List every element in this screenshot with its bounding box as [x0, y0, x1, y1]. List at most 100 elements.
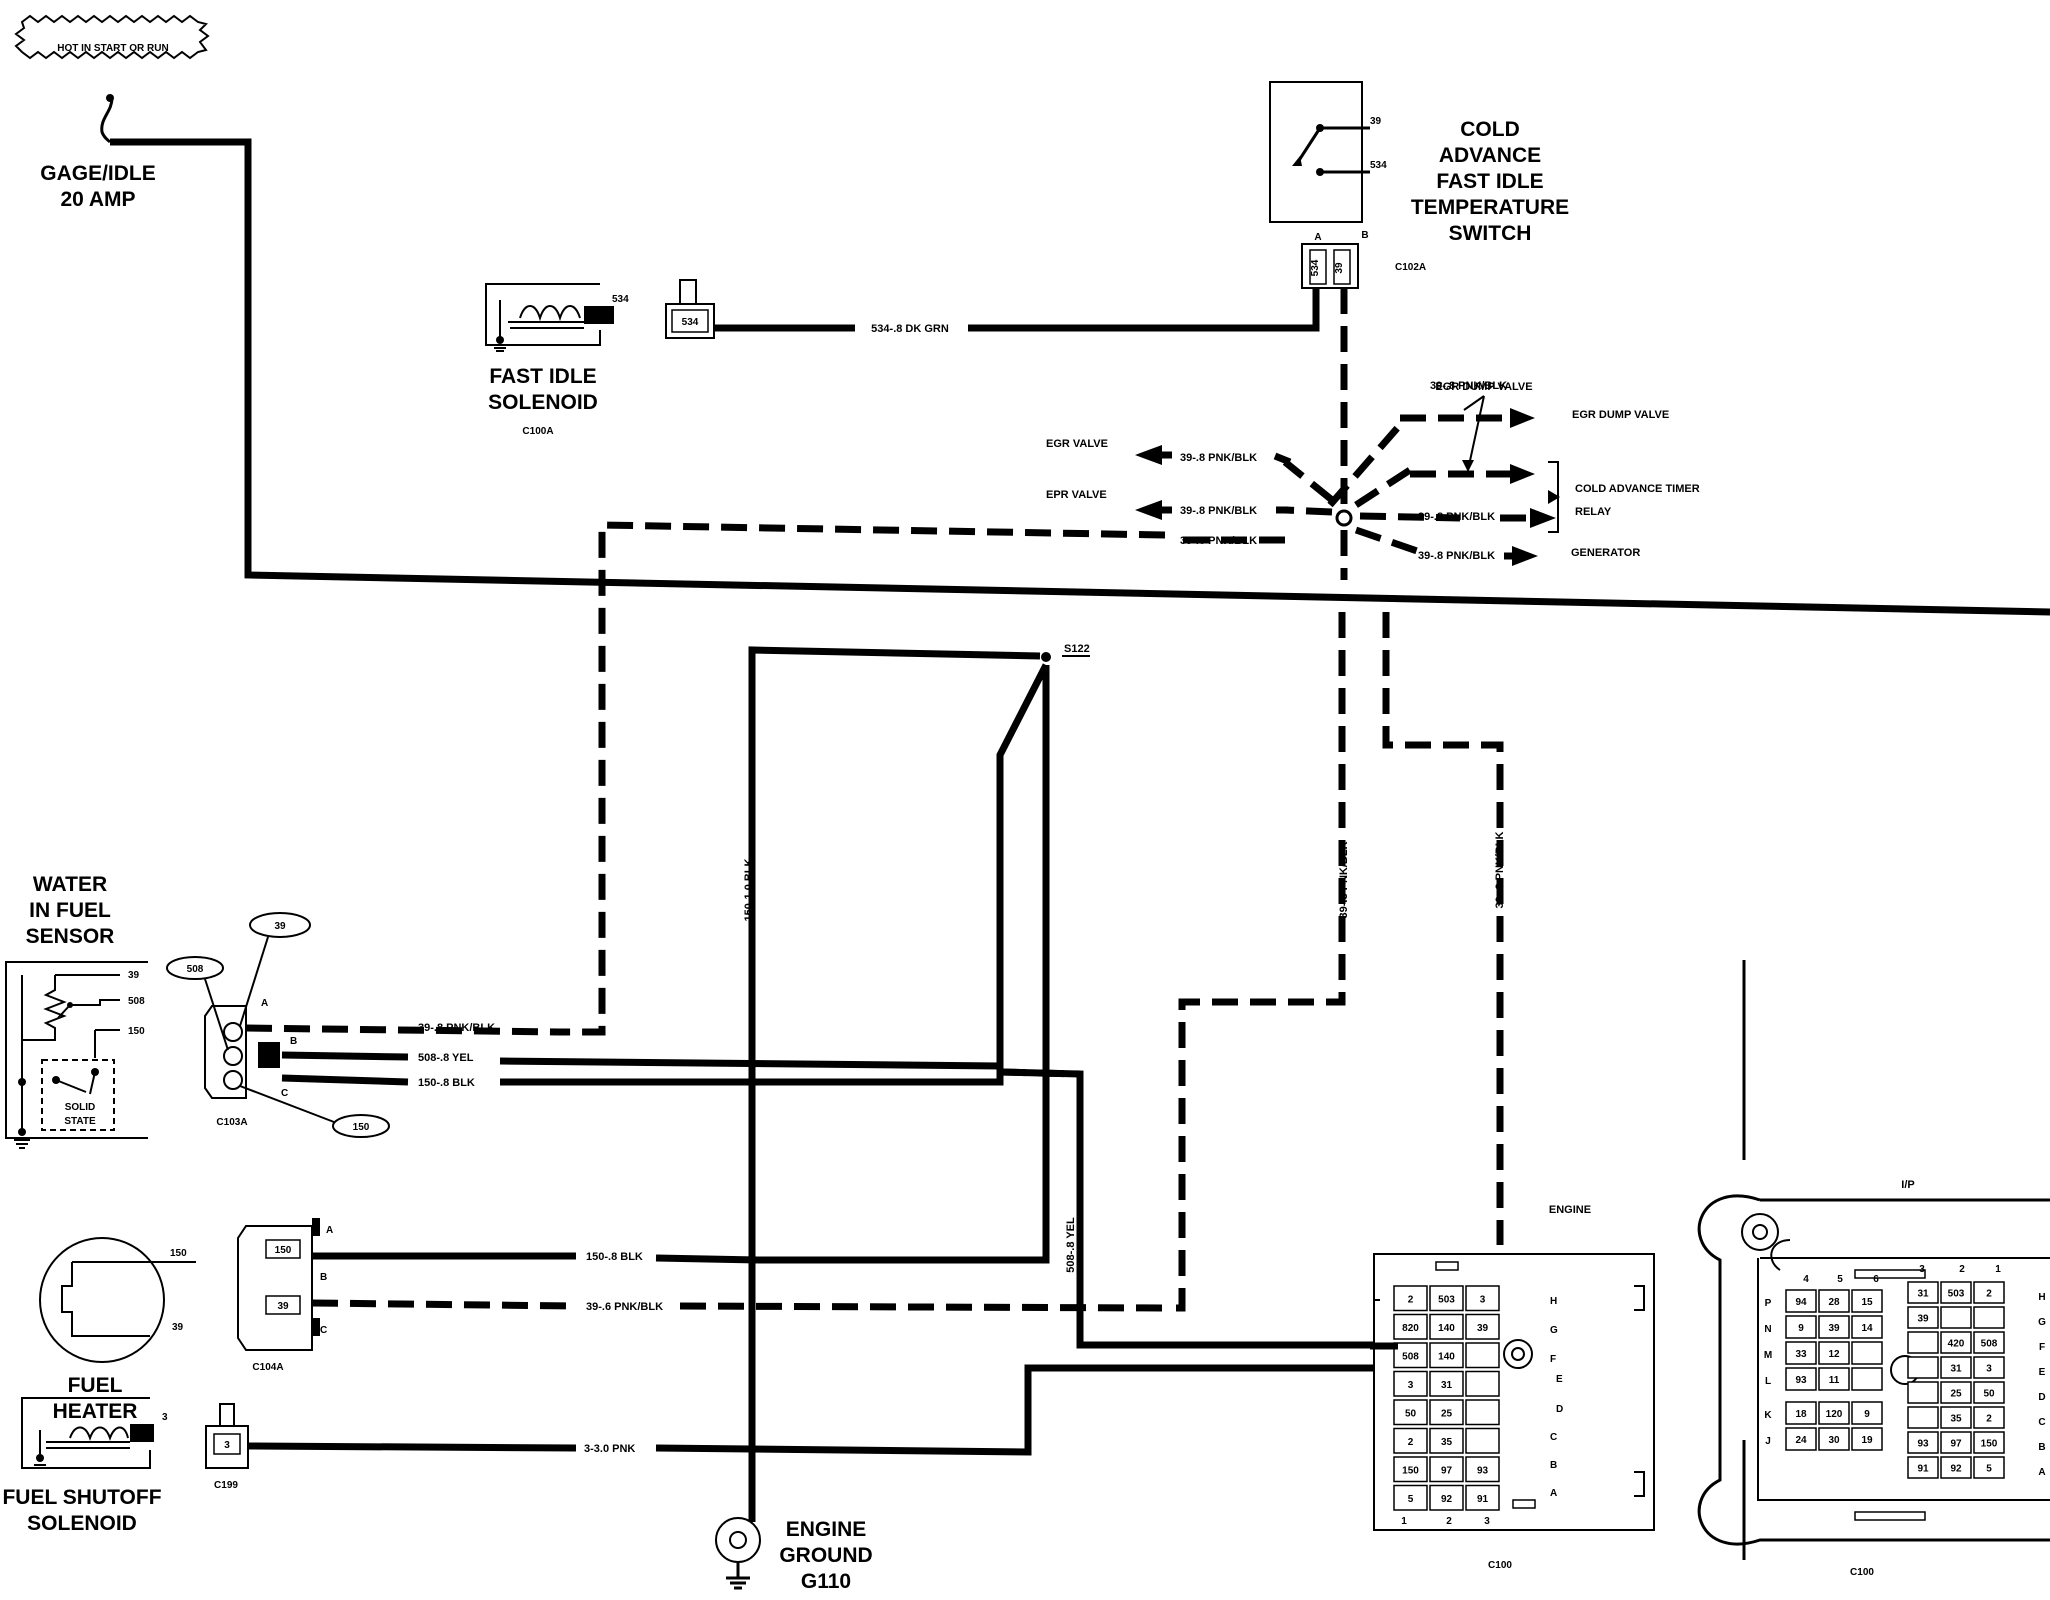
solenoid-title-1: FAST IDLE [489, 365, 596, 388]
epr-valve-wire-code: 39-.8 PNK/BLK [1180, 505, 1257, 517]
c100ip-left-cell [1818, 1341, 1850, 1365]
c100ip-right-cavity-label: 35 [1950, 1414, 1962, 1425]
c100e-cell [1465, 1399, 1500, 1426]
c100ip-leftb-cell [1785, 1427, 1817, 1451]
c100e-cell [1465, 1427, 1500, 1454]
c100ip-right-cell [1973, 1456, 2005, 1479]
c100e-cell [1393, 1484, 1428, 1511]
c100e-col-2: 2 [1446, 1516, 1452, 1527]
c104a-pin-a: A [326, 1225, 333, 1236]
c100ip-right-cell [1940, 1331, 1972, 1354]
c100ip-right-letter: F [2039, 1342, 2045, 1353]
c100e-cell [1465, 1456, 1500, 1483]
c100e-cell [1465, 1285, 1500, 1312]
c199-cavity: 3 [224, 1440, 230, 1451]
solenoid-title-2: SOLENOID [488, 391, 598, 414]
branch-epr-valve [1284, 506, 1333, 516]
c103a-pin-a: A [261, 998, 268, 1009]
c100e-row-h: H [1550, 1296, 1557, 1307]
ground-title-1: ENGINE [786, 1518, 867, 1541]
c100-engine-label: C100 [1488, 1560, 1512, 1571]
c100e-row-a: A [1550, 1488, 1557, 1499]
switch-housing [1269, 81, 1363, 223]
c104a-cavity-39: 39 [277, 1301, 289, 1312]
c100e-row-b: B [1550, 1460, 1557, 1471]
c100e-cavity-label: 50 [1405, 1408, 1417, 1419]
wire-3-pnk-a [247, 1442, 577, 1452]
c100e-cavity-label: 2 [1408, 1437, 1414, 1448]
fuel-shutoff-solenoid: 3 FUEL SHUTOFF SOLENOID 3 C199 [2, 1397, 249, 1535]
c102a-cavity-534: 534 [1310, 259, 1321, 276]
c100ip-right-cavity-label: 503 [1948, 1289, 1965, 1300]
wire-39-vert-label-2: 39-.8 PNK/BLK [1494, 831, 1506, 908]
c100ip-left-cavity-label: 39 [1828, 1323, 1840, 1334]
c100e-cell [1465, 1313, 1500, 1340]
s122-label: S122 [1064, 643, 1090, 655]
c100ip-right-cell [1940, 1431, 1972, 1454]
egr-dump-label: EGR DUMP VALVE [1572, 409, 1669, 421]
solid-state-line-2: STATE [64, 1116, 96, 1127]
egr-dump-wire-code: 39-.8 PNK/BLK [1430, 380, 1507, 392]
water-in-fuel-sensor: WATER IN FUEL SENSOR SOLID STATE 39 508 … [5, 873, 390, 1149]
c102a-label: C102A [1395, 262, 1426, 273]
c100e-cell [1429, 1285, 1464, 1312]
c103a-pin-b: B [290, 1036, 297, 1047]
c100ip-left-letter: M [1764, 1350, 1772, 1361]
c102a-cavity-39: 39 [1334, 262, 1345, 274]
cold-timer-label: COLD ADVANCE TIMER [1575, 483, 1700, 495]
wif-terminal-150: 150 [128, 1026, 145, 1037]
wif-wire-code-top: 39-.8 PNK/BLK [1180, 535, 1257, 547]
c100ip-left-letter: K [1764, 1410, 1772, 1421]
c100e-cavity-label: 39 [1477, 1323, 1489, 1334]
c100ip-right-cavity-label: 150 [1981, 1439, 1998, 1450]
wif-title-3: SENSOR [26, 925, 115, 948]
c100a-cavity: 534 [682, 317, 699, 328]
c100ip-left-cavity-label: 33 [1795, 1349, 1807, 1360]
s122-splice [1041, 652, 1051, 662]
c100ip-right-cavity-label: 92 [1950, 1464, 1962, 1475]
c102a-pin-b: B [1361, 230, 1368, 241]
c100ip-left-cell [1851, 1315, 1883, 1339]
wire-534-label: 534-.8 DK GRN [871, 323, 949, 335]
c100e-cell [1393, 1342, 1428, 1369]
c104a-pin-c: C [320, 1325, 327, 1336]
heater-wire-39-a [311, 1299, 577, 1310]
c100ip-right-cell [1940, 1406, 1972, 1429]
c100ip-right-cell [1940, 1381, 1972, 1404]
c100e-cell [1393, 1456, 1428, 1483]
wire-39-to-c100 [1382, 612, 1504, 1245]
c100e-cavity-label: 140 [1438, 1323, 1455, 1334]
relay-label: RELAY [1575, 506, 1612, 518]
c100ip-left-cavity-label: 28 [1828, 1297, 1840, 1308]
c100ip-left-cavity-label: 94 [1795, 1297, 1807, 1308]
c100e-row-e: E [1556, 1374, 1563, 1385]
c100ip-left-cell [1818, 1315, 1850, 1339]
c100ip-leftb-cell [1818, 1401, 1850, 1425]
wire-39-vert-label-1: 39-.8 PNK/BLK [1338, 841, 1350, 918]
c100e-cell [1393, 1285, 1428, 1312]
solenoid-terminal: 534 [612, 294, 629, 305]
c100e-cavity-label: 3 [1480, 1294, 1486, 1305]
c100ip-right-cavity-label: 97 [1950, 1439, 1962, 1450]
heater-terminal-150: 150 [170, 1248, 187, 1259]
c100ip-right-cavity-label: 31 [1950, 1364, 1962, 1375]
wire-150-heavy [748, 646, 1041, 1518]
c100ip-right-cavity-label: 3 [1986, 1364, 1992, 1375]
c100ip-right-cell [1940, 1356, 1972, 1379]
heater-body [39, 1237, 165, 1363]
c100ip-top-number: 1 [1995, 1264, 2001, 1275]
c100e-cavity-label: 503 [1438, 1294, 1455, 1305]
shutoff-housing [21, 1397, 151, 1469]
c100ip-right-cell [1907, 1356, 1939, 1379]
heater-wire-39-label: 39-.6 PNK/BLK [586, 1301, 663, 1313]
wire-39-to-wif-b [558, 521, 1166, 1036]
c100ip-right-cell [1973, 1431, 2005, 1454]
c100ip-left-cell [1785, 1289, 1817, 1313]
c100ip-right-cell [1907, 1306, 1939, 1329]
c100ip-left-cavity-label: 15 [1861, 1297, 1873, 1308]
c104a-label: C104A [252, 1362, 283, 1373]
c100ip-top-number: 3 [1919, 1264, 1925, 1275]
switch-title-4: TEMPERATURE [1411, 196, 1569, 219]
cold-advance-switch: 39 534 COLD ADVANCE FAST IDLE TEMPERATUR… [1269, 81, 1569, 289]
